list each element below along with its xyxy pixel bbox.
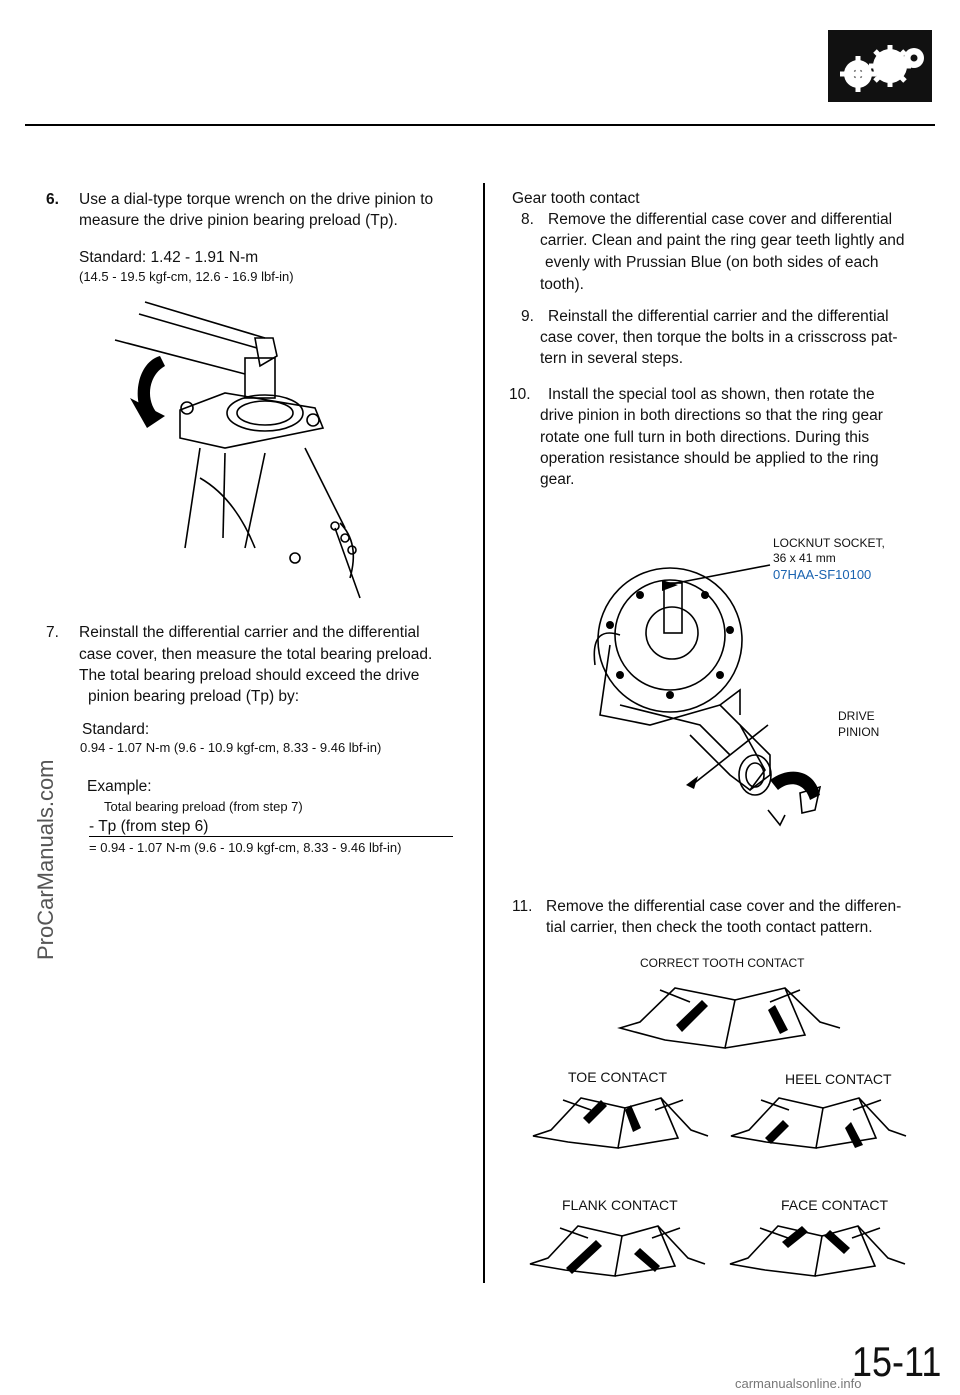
step6-standard-sub: (14.5 - 19.5 kgf-cm, 12.6 - 16.9 lbf-in) <box>79 269 294 284</box>
flank-contact-tooth <box>529 1225 706 1277</box>
step7-example-line2: - Tp (from step 6) <box>89 818 209 835</box>
step10-number: 10. <box>509 386 531 403</box>
toe-contact-label: TOE CONTACT <box>568 1069 668 1085</box>
tool-label-line2: 36 x 41 mm <box>773 551 836 565</box>
step9-number: 9. <box>521 308 534 325</box>
drive-pinion-label-line2: PINION <box>838 725 880 739</box>
tool-part-number: 07HAA-SF10100 <box>773 567 872 582</box>
example-rule <box>89 836 453 837</box>
step10-line3: rotate one full turn in both directions.… <box>540 429 870 446</box>
correct-contact-tooth <box>617 987 841 1049</box>
page-number: 15-11 <box>852 1338 942 1386</box>
sidebar-watermark: ProCarManuals.com <box>33 759 58 960</box>
torque-wrench-illustration <box>114 301 361 599</box>
step8-line4: tooth). <box>540 276 584 293</box>
step9-line3: tern in several steps. <box>540 350 684 367</box>
heel-contact-tooth <box>730 1097 907 1149</box>
step11-line2: tial carrier, then check the tooth conta… <box>546 919 873 936</box>
step9-line2: case cover, then torque the bolts in a c… <box>540 329 898 346</box>
step7-example-result: = 0.94 - 1.07 N-m (9.6 - 10.9 kgf-cm, 8.… <box>89 840 402 855</box>
header-rule <box>25 124 935 126</box>
heel-contact-label: HEEL CONTACT <box>785 1071 892 1087</box>
step7-line1: Reinstall the differential carrier and t… <box>79 624 420 641</box>
step6-text-line2: measure the drive pinion bearing preload… <box>79 212 398 229</box>
step9-line1: Reinstall the differential carrier and t… <box>548 308 889 325</box>
step10-line5: gear. <box>540 471 575 488</box>
step7-line3: The total bearing preload should exceed … <box>79 667 420 684</box>
gears-icon <box>828 30 932 102</box>
correct-contact-label: CORRECT TOOTH CONTACT <box>640 956 805 970</box>
face-contact-label: FACE CONTACT <box>781 1197 889 1213</box>
step10-line2: drive pinion in both directions so that … <box>540 407 883 424</box>
toe-contact-tooth <box>532 1097 709 1149</box>
step7-number: 7. <box>46 624 59 641</box>
step7-standard-label: Standard: <box>82 721 150 738</box>
drive-pinion-label-line1: DRIVE <box>838 709 875 723</box>
step10-line1: Install the special tool as shown, then … <box>548 386 875 403</box>
step8-line3: evenly with Prussian Blue (on both sides… <box>545 254 879 271</box>
step8-number: 8. <box>521 211 534 228</box>
step6-standard: Standard: 1.42 - 1.91 N-m <box>79 249 259 266</box>
step11-line1: Remove the differential case cover and t… <box>546 898 902 915</box>
footer-watermark: carmanualsonline.info <box>735 1376 862 1391</box>
tool-label-line1: LOCKNUT SOCKET, <box>773 536 885 550</box>
step8-line1: Remove the differential case cover and d… <box>548 211 893 228</box>
step10-line4: operation resistance should be applied t… <box>540 450 879 467</box>
flank-contact-label: FLANK CONTACT <box>562 1197 678 1213</box>
step8-line2: carrier. Clean and paint the ring gear t… <box>540 232 905 249</box>
gear-tooth-heading: Gear tooth contact <box>512 190 640 207</box>
face-contact-tooth <box>729 1225 906 1277</box>
step6-number: 6. <box>46 191 59 208</box>
differential-illustration <box>593 564 822 827</box>
step7-example-line1: Total bearing preload (from step 7) <box>104 799 303 814</box>
step11-number: 11. <box>512 898 533 915</box>
step6-text-line1: Use a dial-type torque wrench on the dri… <box>79 191 434 208</box>
step7-line4: pinion bearing preload (Tp) by: <box>88 688 300 705</box>
step7-example-label: Example: <box>87 778 152 795</box>
step7-standard-value: 0.94 - 1.07 N-m (9.6 - 10.9 kgf-cm, 8.33… <box>80 740 382 755</box>
step7-line2: case cover, then measure the total beari… <box>79 646 433 663</box>
column-divider <box>483 183 485 1283</box>
